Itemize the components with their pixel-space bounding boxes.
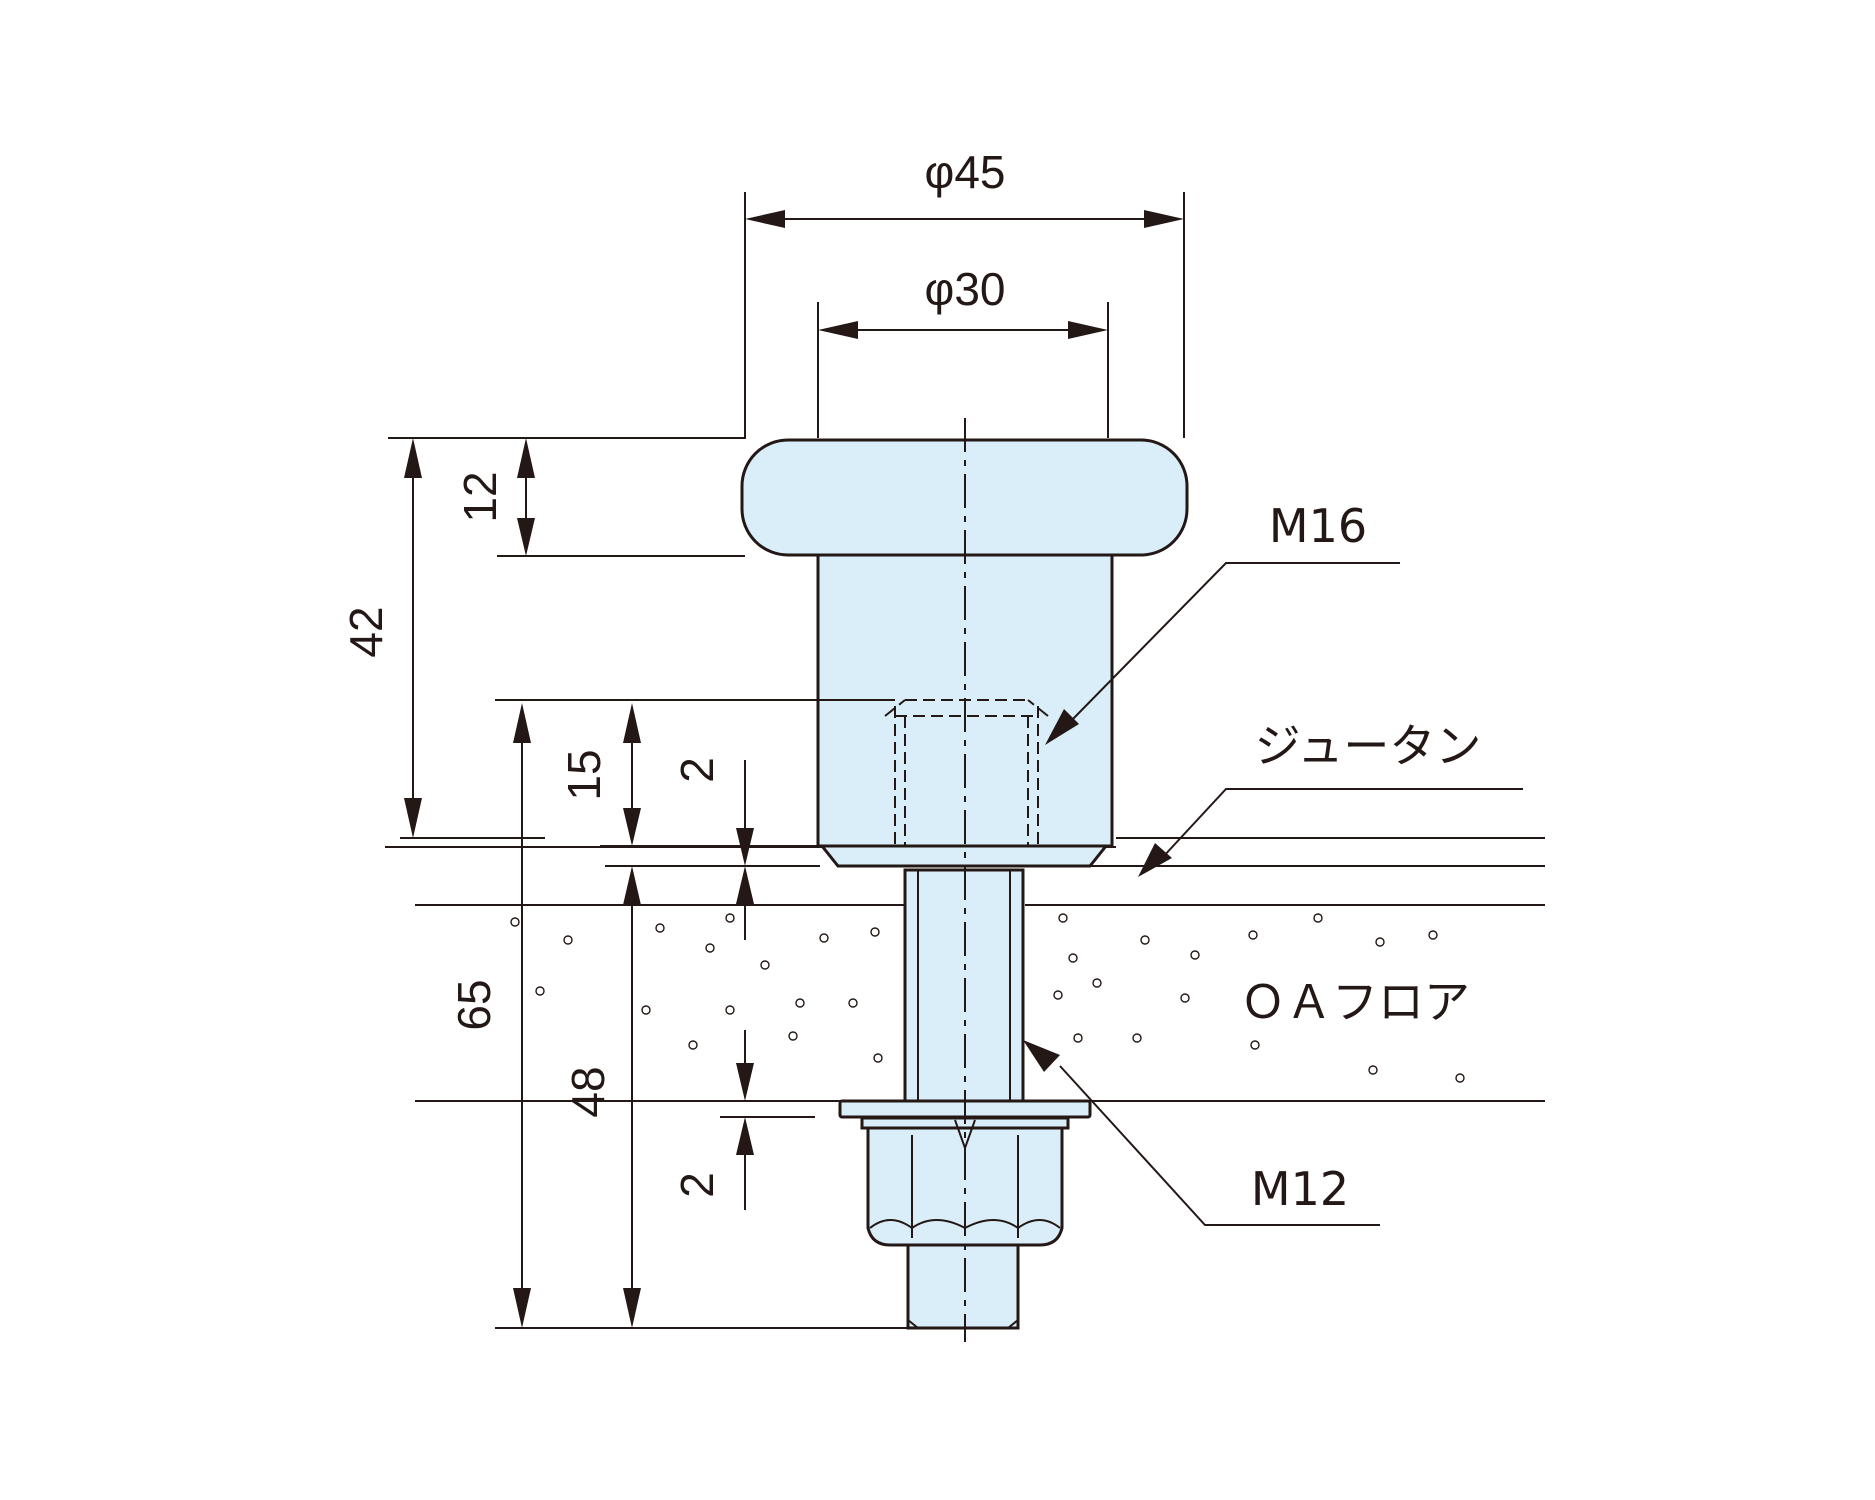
callout-lower-thread: M12 [1023, 1040, 1380, 1226]
carpet-gap-label: 2 [671, 757, 723, 783]
nut-gap-label: 2 [671, 1172, 723, 1198]
lower-thread-stud [906, 1243, 1020, 1330]
floor-label: ＯＡフロア [1240, 975, 1470, 1029]
hidden-thread [884, 699, 1049, 846]
body-diameter-label: φ30 [925, 263, 1006, 315]
dim-total-length: 65 [448, 703, 908, 1329]
dim-thread-depth: 15 [495, 699, 895, 847]
callout-carpet: ジュータン [1138, 719, 1523, 877]
dim-head-diameter: φ45 [388, 146, 1185, 439]
dim-overall-height: 42 [340, 438, 545, 839]
dim-body-diameter: φ30 [817, 263, 1109, 438]
carpet-label: ジュータン [1255, 719, 1482, 773]
head-diameter-label: φ45 [925, 146, 1006, 198]
dim-nut-gap: 2 [671, 1030, 815, 1210]
dim-head-height: 12 [454, 438, 745, 557]
dim-floor-length: 48 [562, 866, 641, 1328]
overall-height-label: 42 [340, 606, 392, 657]
floor-length-label: 48 [562, 1066, 614, 1117]
lower-thread-label: M12 [1251, 1162, 1349, 1216]
total-length-label: 65 [448, 979, 500, 1030]
head-height-label: 12 [454, 471, 506, 522]
upper-thread-label: M16 [1269, 499, 1367, 553]
dim-carpet-gap: 2 [671, 757, 754, 940]
floor-texture [510, 913, 1465, 1083]
plunger-assembly [740, 418, 1189, 1342]
callout-upper-thread: M16 [1045, 499, 1400, 745]
thread-depth-label: 15 [558, 749, 610, 800]
